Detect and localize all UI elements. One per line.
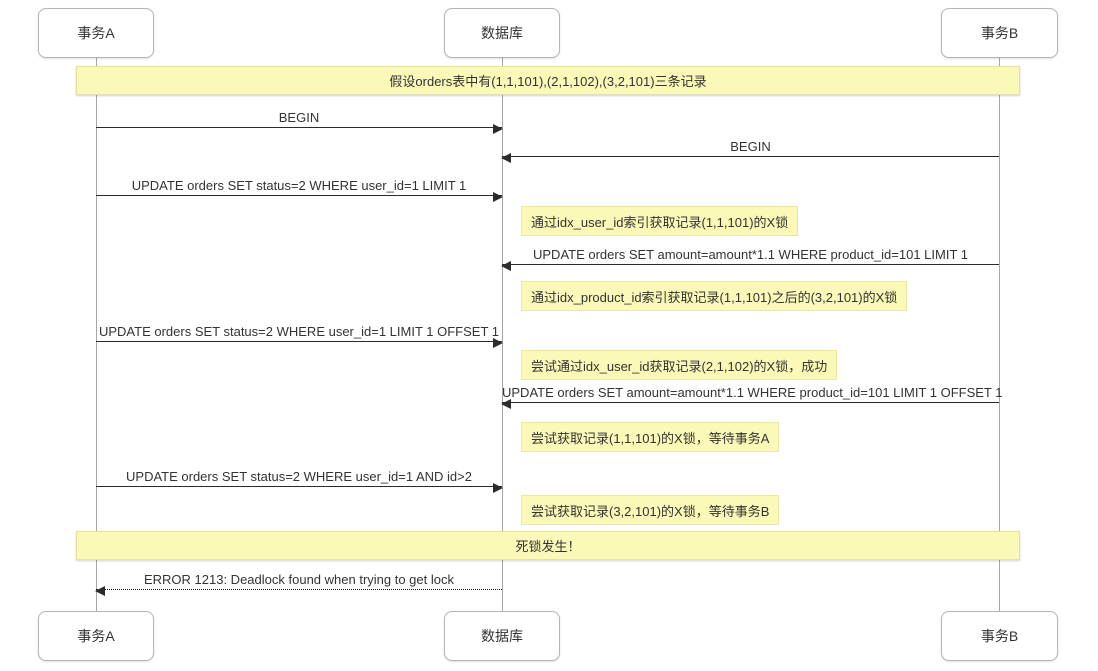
note-text: 通过idx_user_id索引获取记录(1,1,101)的X锁 [531,214,789,230]
lifeline-txA [96,58,97,611]
arrowhead-right-icon [493,123,503,134]
note-text: 尝试获取记录(3,2,101)的X锁，等待事务B [531,503,770,519]
message-label: UPDATE orders SET status=2 WHERE user_id… [131,178,467,193]
message-line [502,264,999,265]
participant-db-bottom[interactable]: 数据库 [444,611,560,661]
message-label: UPDATE orders SET amount=amount*1.1 WHER… [502,385,1003,400]
arrowhead-left-icon [501,152,511,163]
message-begin-txB-to-db[interactable]: BEGIN [501,131,999,163]
message-update-amount-limit1-offset1[interactable]: UPDATE orders SET amount=amount*1.1 WHER… [501,377,1003,409]
message-update-status-limit1-offset1[interactable]: UPDATE orders SET status=2 WHERE user_id… [96,316,503,348]
arrowhead-left-icon [95,585,105,596]
participant-db-top[interactable]: 数据库 [444,8,560,58]
message-line [96,195,502,196]
message-label: ERROR 1213: Deadlock found when trying t… [143,572,454,587]
note-lock-idx-user-id-1-1-101: 通过idx_user_id索引获取记录(1,1,101)的X锁 [521,206,799,236]
message-line [96,341,502,342]
lifeline-db [502,58,503,611]
note-lock-idx-product-id-3-2-101: 通过idx_product_id索引获取记录(1,1,101)之后的(3,2,1… [521,281,908,311]
participant-label: 事务B [980,628,1019,644]
arrowhead-left-icon [501,398,511,409]
note-text: 通过idx_product_id索引获取记录(1,1,101)之后的(3,2,1… [531,289,898,305]
message-label: UPDATE orders SET status=2 WHERE user_id… [98,324,499,339]
participant-txB-bottom[interactable]: 事务B [941,611,1058,661]
message-update-status-id-gt-2[interactable]: UPDATE orders SET status=2 WHERE user_id… [96,461,503,493]
banner-note-text: 死锁发生！ [515,539,581,554]
lifeline-txB [999,58,1000,611]
message-begin-txA-to-db[interactable]: BEGIN [96,102,503,134]
note-wait-txA-for-1-1-101: 尝试获取记录(1,1,101)的X锁，等待事务A [521,422,780,452]
message-update-status-limit1[interactable]: UPDATE orders SET status=2 WHERE user_id… [96,170,503,202]
participant-label: 事务B [980,25,1019,41]
participant-txB-top[interactable]: 事务B [941,8,1058,58]
arrowhead-left-icon [501,260,511,271]
banner-note-setup: 假设orders表中有(1,1,101),(2,1,102),(3,2,101)… [76,66,1020,95]
message-label: BEGIN [278,110,320,125]
message-line [96,589,502,590]
banner-note-text: 假设orders表中有(1,1,101),(2,1,102),(3,2,101)… [389,74,707,89]
message-update-amount-limit1[interactable]: UPDATE orders SET amount=amount*1.1 WHER… [501,239,999,271]
note-text: 尝试通过idx_user_id获取记录(2,1,102)的X锁，成功 [531,358,828,374]
arrowhead-right-icon [493,337,503,348]
arrowhead-right-icon [493,482,503,493]
message-deadlock-error-reply[interactable]: ERROR 1213: Deadlock found when trying t… [95,564,502,596]
note-wait-txB-for-3-2-101: 尝试获取记录(3,2,101)的X锁，等待事务B [521,495,780,525]
banner-note-deadlock: 死锁发生！ [76,531,1020,560]
message-line [96,486,502,487]
message-label: UPDATE orders SET amount=amount*1.1 WHER… [533,247,968,262]
message-label: BEGIN [730,139,771,154]
note-text: 尝试获取记录(1,1,101)的X锁，等待事务A [531,430,770,446]
message-line [96,127,502,128]
note-lock-2-1-102-success: 尝试通过idx_user_id获取记录(2,1,102)的X锁，成功 [521,350,838,380]
message-label: UPDATE orders SET status=2 WHERE user_id… [126,469,472,484]
message-line [502,156,999,157]
participant-label: 事务A [77,25,115,41]
message-line [502,402,999,403]
participant-label: 数据库 [481,25,523,41]
participant-txA-top[interactable]: 事务A [38,8,154,58]
arrowhead-right-icon [493,191,503,202]
participant-txA-bottom[interactable]: 事务A [38,611,154,661]
participant-label: 数据库 [481,628,523,644]
participant-label: 事务A [77,628,115,644]
